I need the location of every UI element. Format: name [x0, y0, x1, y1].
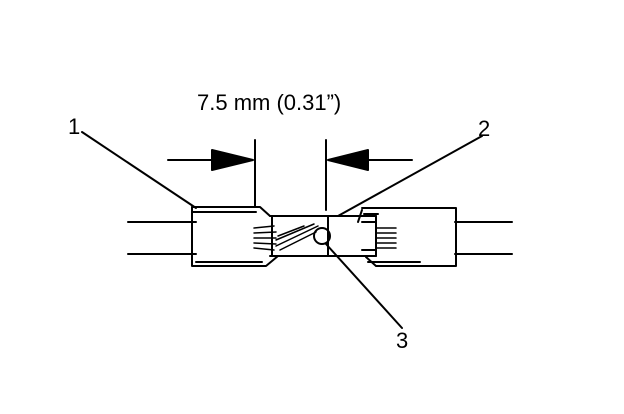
left-wire-strands — [253, 225, 277, 251]
right-wire-strands — [375, 227, 397, 249]
dimension-arrow-right — [327, 149, 413, 171]
dimension-arrow-left — [167, 149, 254, 171]
right-wire — [454, 221, 513, 255]
leader-line-2 — [337, 135, 483, 217]
callout-1: 1 — [68, 114, 81, 139]
dimension-label: 7.5 mm (0.31”) — [197, 90, 342, 115]
right-heat-shrink-sleeve — [357, 207, 457, 267]
leader-line-1 — [81, 131, 197, 209]
inspection-hole — [313, 227, 331, 245]
callout-2: 2 — [478, 116, 491, 141]
left-wire — [127, 221, 197, 255]
leader-line-3 — [325, 243, 403, 329]
callout-3: 3 — [396, 328, 409, 353]
dimension-extension-lines — [254, 139, 327, 211]
left-heat-shrink-sleeve — [191, 206, 279, 267]
inner-strands — [275, 223, 319, 251]
